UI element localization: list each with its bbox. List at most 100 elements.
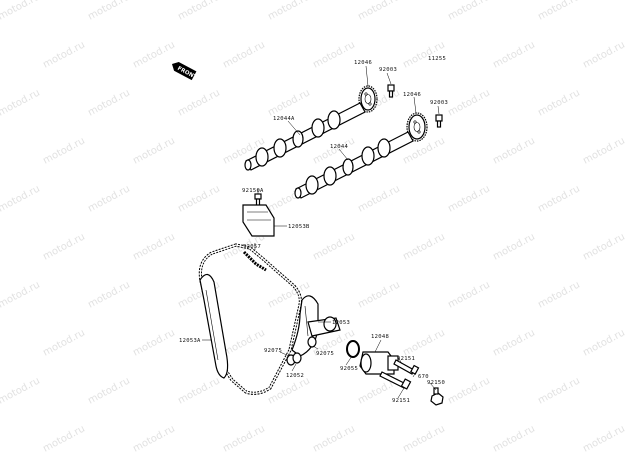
watermark-text: motod.ru (311, 39, 357, 70)
watermark-text: motod.ru (491, 231, 537, 262)
watermark-text: motod.ru (86, 279, 132, 310)
part-label-12046-lower: 12046 (403, 92, 421, 98)
watermark-text: motod.ru (536, 87, 582, 118)
watermark-text: motod.ru (41, 231, 87, 262)
watermark-text: motod.ru (311, 423, 357, 454)
front-arrow-icon: FRONT (171, 61, 198, 81)
part-label-12053: 12053 (332, 320, 350, 326)
watermark-text: motod.ru (176, 375, 222, 406)
diagram-code: 11255 (428, 56, 446, 62)
watermark-text: motod.ru (176, 87, 222, 118)
part-label-92150: 92150 (427, 380, 445, 386)
part-label-92151-lower: 92151 (392, 398, 410, 404)
watermark-text: motod.ru (446, 279, 492, 310)
o-ring (346, 340, 360, 358)
watermark-text: motod.ru (536, 375, 582, 406)
collar-left (286, 352, 302, 366)
part-label-12048: 12048 (371, 334, 389, 340)
watermark-text: motod.ru (41, 423, 87, 454)
watermark-text: motod.ru (41, 327, 87, 358)
rear-chain-guide (199, 273, 229, 379)
camshaft-exhaust (294, 131, 414, 199)
watermark-text: motod.ru (86, 183, 132, 214)
watermark-text: motod.ru (446, 87, 492, 118)
watermark-text: motod.ru (581, 39, 625, 70)
watermark-text: motod.ru (446, 375, 492, 406)
watermark-text: motod.ru (356, 183, 402, 214)
part-label-92075-right: 92075 (316, 351, 334, 357)
upper-chain-guide (242, 204, 275, 237)
watermark-text: motod.ru (446, 0, 492, 23)
watermark-text: motod.ru (311, 231, 357, 262)
watermark-text: motod.ru (581, 231, 625, 262)
watermark-text: motod.ru (491, 39, 537, 70)
watermark-text: motod.ru (446, 183, 492, 214)
part-label-12044a: 12044A (273, 116, 295, 122)
watermark-text: motod.ru (356, 279, 402, 310)
part-label-12044: 12044 (330, 144, 348, 150)
watermark-text: motod.ru (41, 135, 87, 166)
watermark-text: motod.ru (0, 183, 42, 214)
watermark-text: motod.ru (131, 423, 177, 454)
part-label-92057: 92057 (243, 244, 261, 250)
watermark-text: motod.ru (491, 327, 537, 358)
part-label-12052: 12052 (286, 373, 304, 379)
part-label-92151-upper: 92151 (397, 356, 415, 362)
camshaft-intake (244, 102, 366, 171)
tensioner-pivot (307, 316, 341, 337)
watermark-text: motod.ru (131, 231, 177, 262)
watermark-text: motod.ru (221, 423, 267, 454)
watermark-text: motod.ru (536, 0, 582, 23)
part-label-92003-lower: 92003 (430, 100, 448, 106)
cam-sprocket-upper (358, 85, 378, 113)
sprocket-bolt-lower (435, 114, 443, 128)
part-label-12046-upper: 12046 (354, 60, 372, 66)
watermark-text: motod.ru (581, 135, 625, 166)
watermark-text: motod.ru (581, 327, 625, 358)
leader-lines (202, 65, 440, 399)
watermark-text: motod.ru (86, 87, 132, 118)
watermark-text: motod.ru (0, 87, 42, 118)
watermark-text: motod.ru (491, 135, 537, 166)
watermark-text: motod.ru (221, 327, 267, 358)
collar-right (307, 336, 317, 348)
part-label-12053a: 12053A (179, 338, 201, 344)
watermark-text: motod.ru (0, 279, 42, 310)
part-label-92150a: 92150A (242, 188, 264, 194)
sprocket-bolt-upper (387, 84, 395, 98)
watermark-text: motod.ru (0, 0, 42, 23)
watermark-text: motod.ru (401, 423, 447, 454)
watermark-text: motod.ru (536, 279, 582, 310)
part-label-92075-left: 92075 (264, 348, 282, 354)
watermark-text: motod.ru (356, 0, 402, 23)
watermark-text: motod.ru (221, 39, 267, 70)
watermark-text: motod.ru (401, 231, 447, 262)
watermark-layer: motod.ru motod.ru motod.ru motod.ru motod.ru… (0, 0, 625, 455)
part-label-670: 670 (418, 374, 429, 380)
watermark-text: motod.ru (131, 39, 177, 70)
watermark-text: motod.ru (86, 375, 132, 406)
cam-chain (198, 243, 302, 395)
watermark-text: motod.ru (176, 183, 222, 214)
watermark-text: motod.ru (266, 87, 312, 118)
tensioner-cap-bolt (430, 387, 444, 406)
watermark-text: motod.ru (41, 39, 87, 70)
watermark-text: motod.ru (401, 327, 447, 358)
watermark-text: motod.ru (131, 327, 177, 358)
watermark-text: motod.ru (266, 0, 312, 23)
watermark-text: motod.ru (176, 0, 222, 23)
watermark-text: motod.ru (491, 423, 537, 454)
chain-tensioner (359, 351, 399, 375)
part-label-92003-upper: 92003 (379, 67, 397, 73)
part-label-12053b: 12053B (288, 224, 310, 230)
watermark-text: motod.ru (536, 183, 582, 214)
part-label-92055: 92055 (340, 366, 358, 372)
watermark-text: motod.ru (86, 0, 132, 23)
watermark-text: motod.ru (131, 135, 177, 166)
watermark-text: motod.ru (0, 375, 42, 406)
cam-sprocket-lower (406, 112, 428, 142)
part-labels: 12046 92003 12044A 12046 92003 12044 921… (179, 60, 448, 404)
watermark-text: motod.ru (266, 375, 312, 406)
watermark-text: motod.ru (581, 423, 625, 454)
